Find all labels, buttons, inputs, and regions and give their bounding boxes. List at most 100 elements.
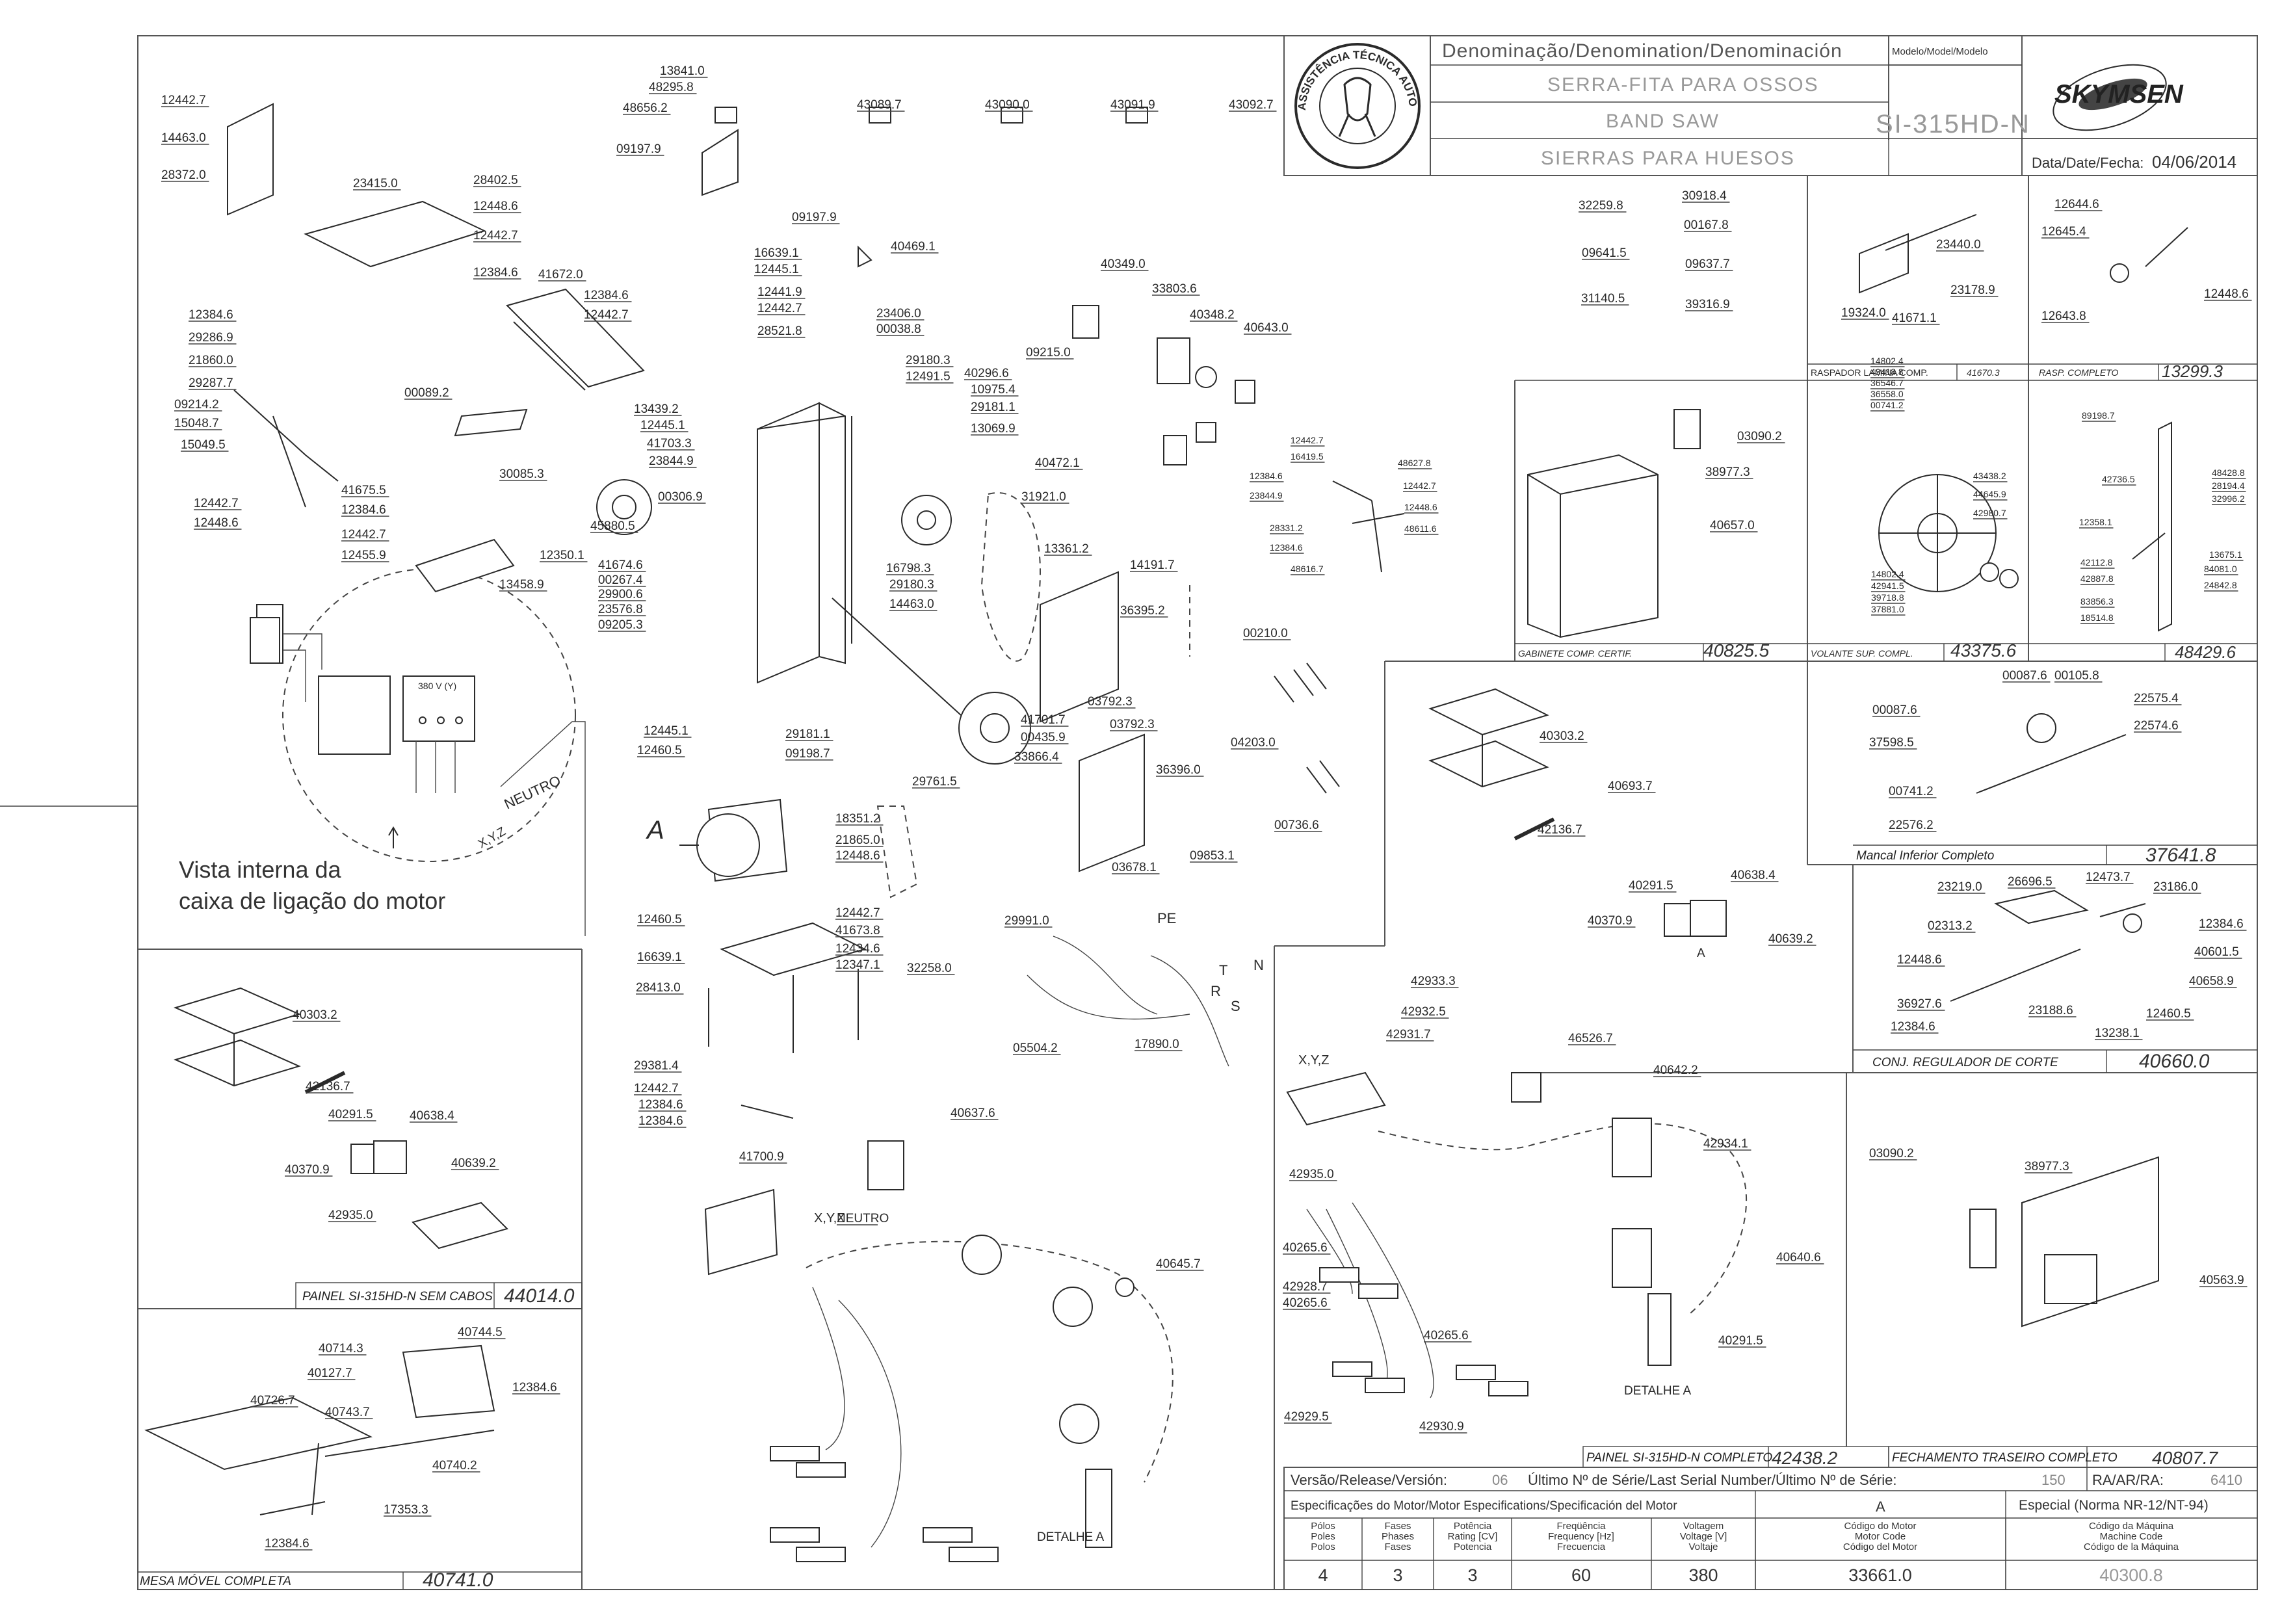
part-number-label: 42935.0 — [328, 1209, 373, 1222]
part-number-label: 12442.7 — [473, 229, 518, 242]
part-number-label: 12448.6 — [1404, 502, 1437, 512]
part-number-label: 23178.9 — [1950, 283, 1995, 297]
part-number-label: 40472.1 — [1035, 456, 1080, 470]
part-number-label: 24842.8 — [2204, 580, 2237, 590]
part-number-label: 41675.5 — [341, 484, 386, 497]
part-number-label: 48611.6 — [1404, 523, 1437, 534]
part-number-label: 40265.6 — [1424, 1329, 1469, 1342]
part-number-label: 23844.9 — [649, 454, 694, 468]
assembly-code-mancal: 37641.8 — [2145, 845, 2216, 866]
part-number-label: 84081.0 — [2204, 564, 2237, 574]
assembly-code-mesa: 40741.0 — [423, 1569, 493, 1591]
part-number-label: 36395.2 — [1120, 604, 1165, 618]
assembly-code-regulador: 40660.0 — [2139, 1051, 2210, 1072]
part-number-label: 40303.2 — [1540, 729, 1584, 743]
part-number-label: 32258.0 — [907, 962, 952, 975]
part-number-label: 00087.6 — [2002, 669, 2047, 683]
part-number-label: 48428.8 — [2212, 467, 2245, 478]
part-number-label: 12491.5 — [906, 370, 951, 384]
part-number-label: 09641.5 — [1582, 246, 1627, 260]
part-number-label: 40291.5 — [1629, 879, 1673, 893]
part-number-label: 12384.6 — [1270, 542, 1303, 553]
date-label: Data/Date/Fecha: — [2032, 155, 2144, 171]
part-number-label: 09197.9 — [616, 142, 661, 156]
spec-header: Voltagem — [1683, 1521, 1724, 1532]
part-number-label: 14463.0 — [889, 597, 934, 611]
spec-header: Fases — [1385, 1541, 1411, 1552]
part-number-label: 29180.3 — [889, 578, 934, 592]
part-number-label: 40601.5 — [2194, 945, 2239, 959]
assembly-code-gabinete: 40825.5 — [1703, 640, 1770, 661]
part-number-label: 39718.8 — [1871, 592, 1904, 603]
part-number-label: 13069.9 — [971, 422, 1016, 436]
part-number-label: 12445.1 — [640, 419, 685, 432]
part-number-label: 37598.5 — [1869, 736, 1914, 750]
motor-spec-label: Especificações do Motor/Motor Especifica… — [1291, 1499, 1677, 1513]
assembly-code-guia: 48429.6 — [2175, 642, 2236, 662]
assistance-stamp: ASSISTÊNCIA TÉCNICA AUTORIZADA — [0, 0, 1421, 169]
assembly-code-painel-sem: 44014.0 — [504, 1285, 575, 1307]
part-number-label: 13458.9 — [499, 578, 544, 592]
assembly-title-volante: VOLANTE SUP. COMPL. — [1811, 648, 1913, 659]
part-number-label: 40469.1 — [891, 240, 936, 254]
part-number-label: 23186.0 — [2153, 880, 2198, 894]
part-number-label: 26696.5 — [2008, 875, 2052, 889]
xyz-right: X,Y,Z — [1298, 1053, 1329, 1067]
part-number-label: 36546.7 — [1870, 378, 1904, 388]
machine-name-en: BAND SAW — [1606, 111, 1720, 132]
part-number-label: 12442.7 — [341, 528, 386, 542]
spec-value: 4 — [1318, 1565, 1328, 1585]
callout-a-right: A — [1697, 947, 1705, 960]
part-number-label: 29181.1 — [785, 727, 830, 741]
part-number-label: 00267.4 — [598, 573, 643, 587]
spec-header: Motor Code — [1855, 1531, 1906, 1542]
spec-header: Código del Motor — [1843, 1541, 1917, 1552]
phase-label: S — [1231, 998, 1240, 1014]
part-number-label: 16639.1 — [637, 950, 682, 964]
part-number-label: 36927.6 — [1897, 997, 1942, 1011]
assembly-code-rasp-completo: 13299.3 — [2162, 361, 2223, 381]
part-number-label: 29900.6 — [598, 588, 643, 601]
denomination-label: Denominação/Denomination/Denominación — [1442, 40, 1843, 62]
assembly-title-painel-sem: PAINEL SI-315HD-N SEM CABOS — [302, 1290, 493, 1303]
assembly-code-volante: 43375.6 — [1950, 640, 2017, 661]
part-number-label: 03090.2 — [1869, 1147, 1914, 1160]
phase-label: R — [1211, 983, 1221, 999]
part-number-label: 43090.0 — [985, 98, 1030, 112]
part-number-label: 12384.6 — [512, 1381, 557, 1395]
part-number-label: 23440.0 — [1936, 238, 1981, 252]
part-number-label: 40658.9 — [2189, 975, 2234, 988]
spec-value: 380 — [1688, 1565, 1718, 1585]
part-number-label: 13361.2 — [1044, 542, 1089, 556]
part-number-label: 83856.3 — [2080, 596, 2114, 607]
part-number-label: 09637.7 — [1685, 257, 1730, 271]
part-number-label: 40637.6 — [951, 1107, 995, 1120]
part-number-label: 22574.6 — [2134, 719, 2179, 733]
part-number-label: 37881.0 — [1871, 604, 1904, 614]
brand-name: SKYMSEN — [2054, 80, 2184, 109]
part-number-label: 40657.0 — [1710, 519, 1755, 532]
part-number-label: 12384.6 — [265, 1537, 309, 1551]
spec-header: Phases — [1382, 1531, 1414, 1542]
part-number-label: 23415.0 — [353, 177, 398, 190]
part-number-label: 14802.4 — [1870, 356, 1904, 366]
part-number-label: 05504.2 — [1013, 1041, 1058, 1055]
part-number-label: 38977.3 — [2025, 1160, 2069, 1173]
part-number-label: 12645.4 — [2041, 225, 2086, 239]
part-number-label: 41701.7 — [1021, 713, 1066, 727]
part-number-label: 12384.6 — [1891, 1020, 1935, 1034]
part-number-label: 12384.6 — [189, 308, 233, 322]
part-number-label: 09198.7 — [785, 747, 830, 761]
part-number-label: 43092.7 — [1229, 98, 1274, 112]
machine-model: SI-315HD-N — [1876, 110, 2030, 138]
part-number-label: 09205.3 — [598, 618, 643, 632]
part-number-label: 38977.3 — [1705, 465, 1750, 479]
part-number-label: 89198.7 — [2082, 410, 2115, 421]
spec-header: Poles — [1311, 1531, 1335, 1542]
wiring-voltage: 380 V (Y) — [418, 681, 456, 691]
part-number-label: 40265.6 — [1283, 1296, 1328, 1310]
part-number-label: 42928.7 — [1283, 1280, 1328, 1294]
assembly-title-mesa: MESA MÓVEL COMPLETA — [140, 1574, 291, 1588]
part-number-label: 00435.9 — [1021, 731, 1066, 744]
part-number-label: 42934.1 — [1703, 1137, 1748, 1151]
